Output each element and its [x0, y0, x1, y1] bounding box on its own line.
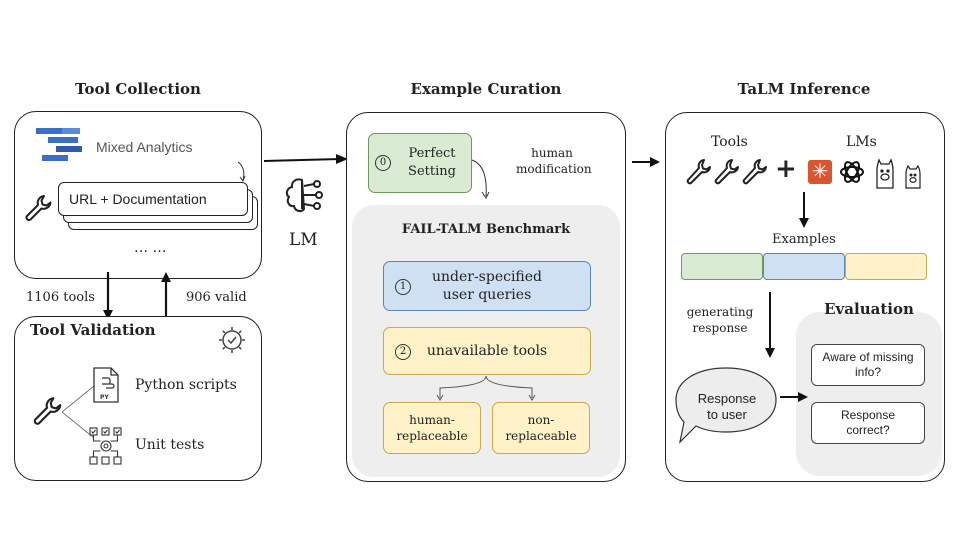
generating-response-label: generating response	[686, 305, 754, 335]
svg-text:PY: PY	[100, 394, 109, 401]
unavailable-tools-box: 2 unavailable tools	[383, 327, 591, 375]
arrow-to-curation	[264, 154, 348, 164]
python-scripts-label: Python scripts	[135, 377, 237, 393]
arrow-to-response	[765, 292, 775, 358]
tools-label: Tools	[711, 134, 748, 150]
wrench-icon	[25, 195, 52, 221]
tools-wrench-icons	[686, 159, 767, 185]
speech-bubble	[675, 367, 777, 444]
under-specified-box: 1 under-specified user queries	[383, 261, 591, 311]
tool-validation-panel	[14, 316, 262, 481]
perfect-setting-box: 0 Perfect Setting	[368, 133, 472, 193]
unavailable-tools-label: unavailable tools	[426, 343, 548, 359]
evaluation-region	[796, 312, 942, 476]
ellipsis: … …	[134, 240, 167, 256]
llama-icon	[876, 158, 894, 189]
modification-arrow	[471, 159, 490, 199]
non-replaceable-label: non-replaceable	[505, 413, 577, 443]
lm-label: LM	[289, 230, 318, 250]
eval-correct-label: Response correct?	[840, 408, 896, 437]
doc-card-label: URL + Documentation	[69, 191, 207, 207]
response-label: Response to user	[697, 391, 757, 422]
python-file-icon: PY	[93, 367, 119, 403]
tool-validation-title: Tool Validation	[30, 321, 156, 339]
example-bar-green	[681, 253, 763, 280]
human-replaceable-box: human-replaceable	[383, 402, 481, 454]
talm-inference-title: TaLM Inference	[737, 80, 871, 98]
arrow-to-evaluation	[780, 392, 808, 402]
brain-network-icon	[285, 178, 323, 213]
item2-num: 2	[395, 344, 411, 360]
claude-icon: ✳	[808, 160, 832, 184]
benchmark-title: FAIL-TALM Benchmark	[401, 222, 571, 237]
validation-branches	[61, 385, 95, 439]
non-replaceable-box: non-replaceable	[492, 402, 590, 454]
valid-count-label: 906 valid	[186, 290, 247, 305]
eval-aware-box: Aware of missing info?	[811, 344, 925, 386]
mixed-analytics-logo	[36, 128, 82, 161]
lms-label: LMs	[846, 134, 877, 150]
eval-aware-label: Aware of missing info?	[822, 350, 914, 379]
brand-arrow	[237, 161, 246, 183]
example-bar-yellow	[845, 253, 927, 280]
split-arrows	[436, 375, 536, 401]
tools-count-label: 1106 tools	[26, 290, 95, 305]
llama-small-icon	[905, 164, 921, 189]
openai-icon	[840, 161, 864, 183]
plus-sign: +	[775, 154, 797, 184]
unit-tests-label: Unit tests	[135, 437, 205, 453]
item1-num: 1	[395, 279, 411, 295]
human-modification-label: human modification	[516, 146, 592, 176]
arrow-to-examples	[799, 192, 809, 228]
validation-arrows	[103, 272, 171, 320]
under-specified-label: under-specified user queries	[431, 269, 543, 303]
doc-card: URL + Documentation	[58, 182, 248, 216]
human-replaceable-label: human-replaceable	[396, 413, 468, 443]
example-bar-blue	[763, 253, 845, 280]
evaluation-title: Evaluation	[824, 300, 914, 318]
brand-name: Mixed Analytics	[96, 139, 193, 155]
perfect-num: 0	[375, 155, 391, 171]
gear-check-icon	[219, 327, 245, 353]
eval-correct-box: Response correct?	[811, 402, 925, 444]
tool-collection-title: Tool Collection	[75, 80, 201, 98]
arrow-to-inference	[632, 157, 660, 167]
validation-wrench-icon	[33, 397, 62, 425]
perfect-label: Perfect Setting	[408, 146, 456, 179]
example-curation-title: Example Curation	[410, 80, 562, 98]
examples-label: Examples	[772, 232, 836, 247]
unit-tests-icon	[89, 427, 122, 465]
